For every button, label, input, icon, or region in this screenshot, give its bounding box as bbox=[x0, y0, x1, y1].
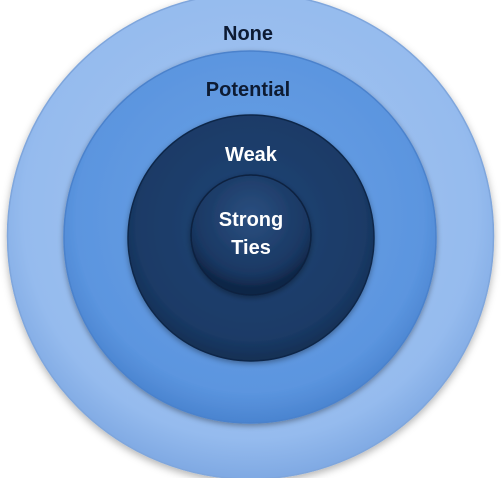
ring-strong-label-line1: Strong bbox=[219, 209, 283, 231]
ring-strong-label-line2: Ties bbox=[231, 237, 271, 259]
ring-potential-label: Potential bbox=[206, 79, 290, 101]
ring-weak-label: Weak bbox=[225, 144, 278, 166]
ring-none-label: None bbox=[223, 23, 273, 45]
ring-strong-ties: Strong Ties bbox=[190, 174, 312, 296]
ring-strong-circle bbox=[190, 174, 312, 296]
